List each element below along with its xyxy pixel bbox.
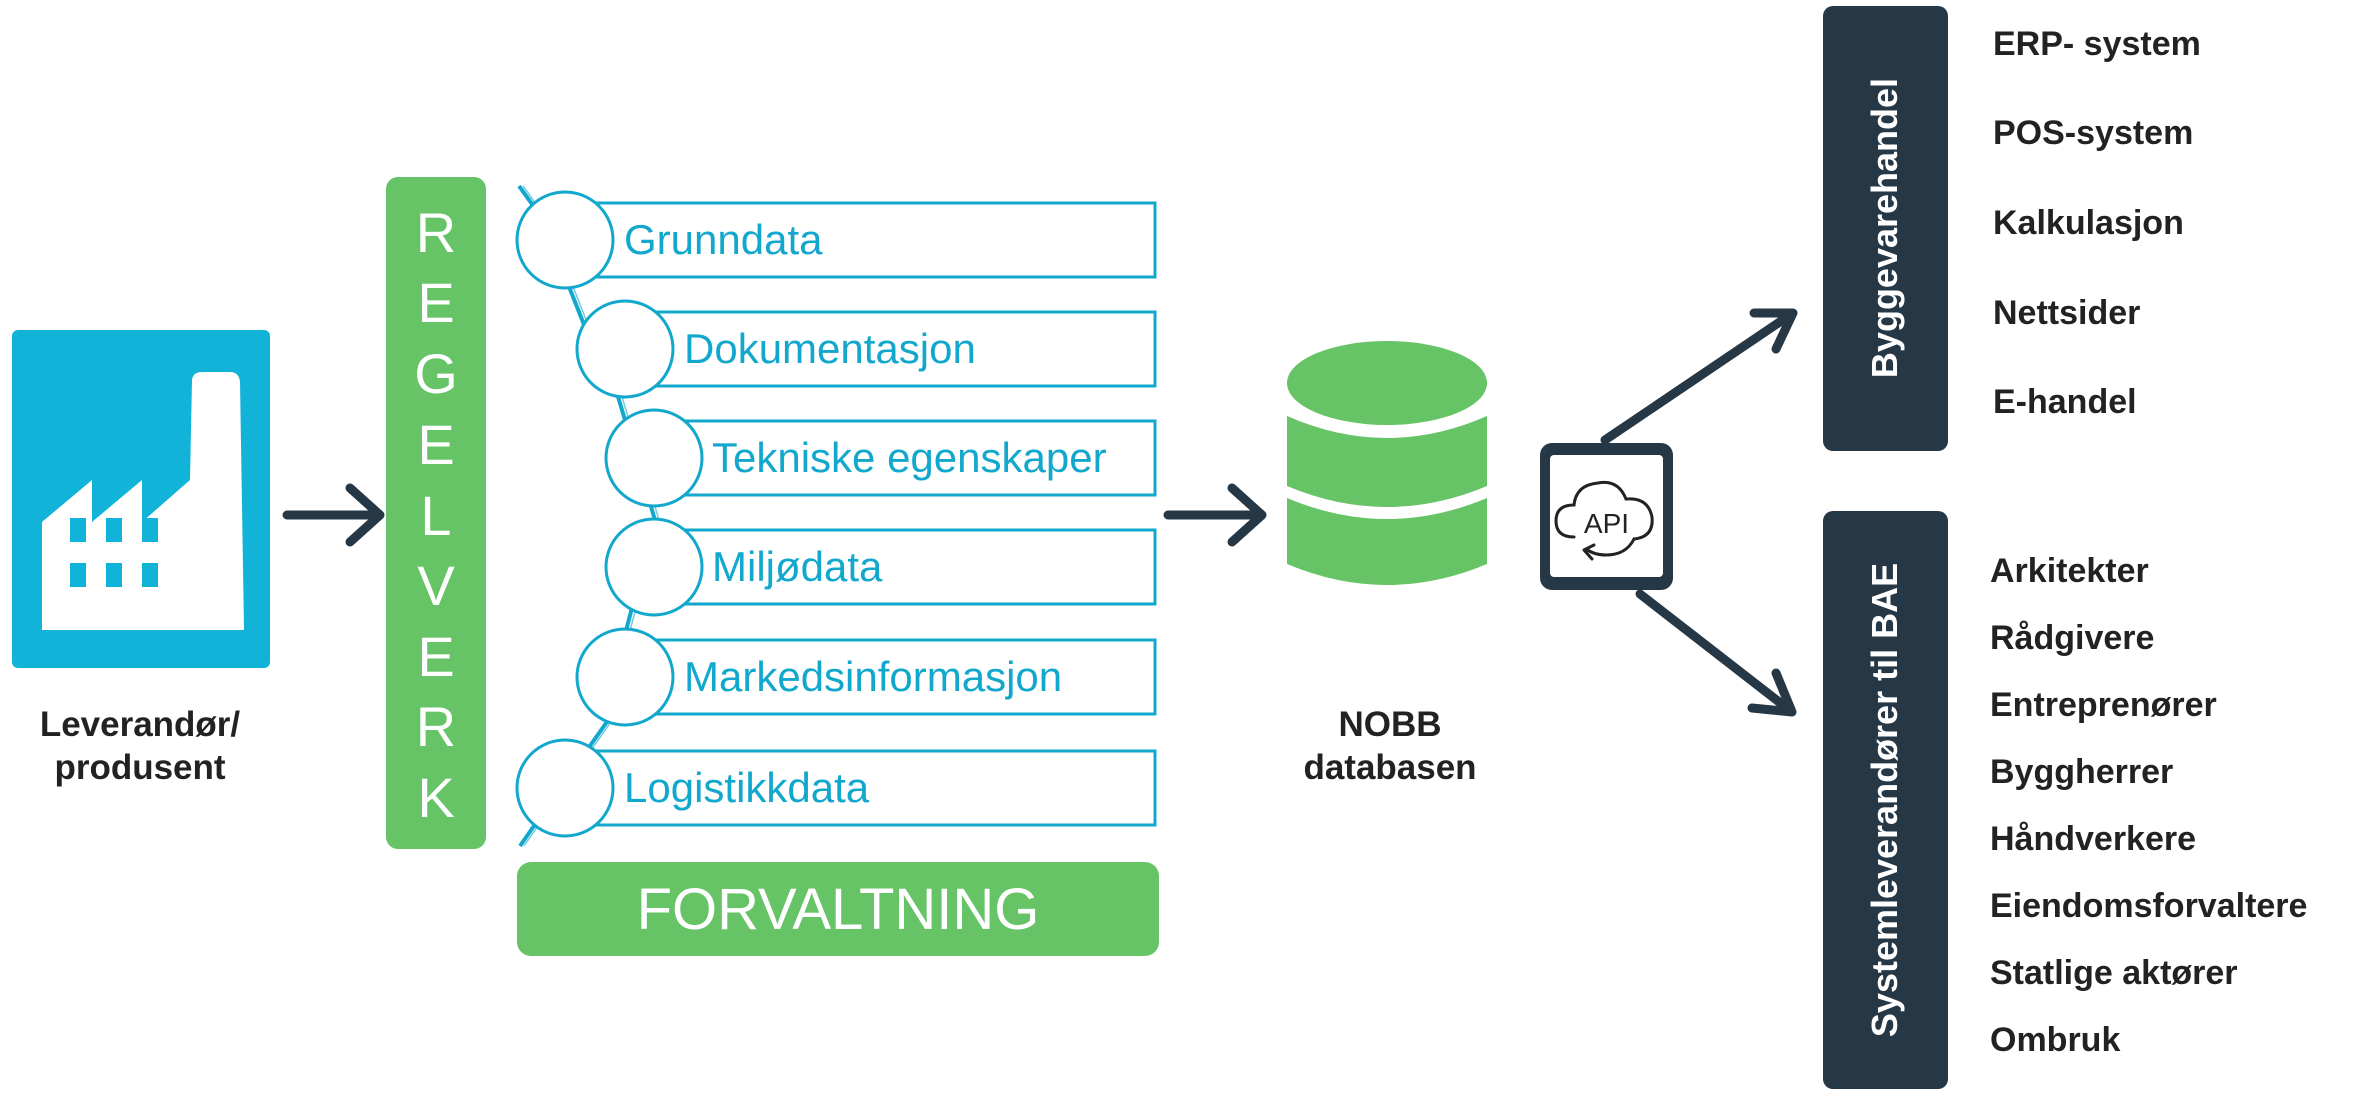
regelverk-letter: E [417, 413, 455, 476]
step-label-miljodata: Miljødata [712, 543, 883, 590]
byggevarehandel-item: Nettsider [1993, 294, 2141, 332]
byggevarehandel-panel [1823, 6, 1948, 451]
step-box-miljodata [654, 528, 1157, 606]
systemleverandorer-item: Arkitekter [1990, 552, 2149, 590]
regelverk-letter: R [415, 695, 457, 758]
systemleverandorer-item: Byggherrer [1990, 753, 2174, 791]
supplier-label-line1: Leverandør/ [39, 705, 241, 744]
step-label-grunndata: Grunndata [624, 216, 823, 263]
regelverk-letter: L [420, 484, 452, 547]
forvaltning-label: FORVALTNING [636, 876, 1040, 942]
supplier-label: Leverandør/ produsent [0, 703, 280, 789]
database-label-line1: NOBB [1338, 705, 1442, 744]
api-tile: API [1540, 443, 1673, 590]
step-label-logistikkdata: Logistikkdata [624, 764, 870, 811]
regelverk-letter: E [417, 271, 455, 334]
supplier-factory-tile [12, 330, 270, 668]
systemleverandorer-item: Rådgivere [1990, 619, 2155, 657]
byggevarehandel-item: E-handel [1993, 383, 2137, 421]
step-circle [515, 190, 615, 290]
step-label-markedsinformasjon: Markedsinformasjon [684, 653, 1063, 700]
systemleverandorer-panel [1823, 511, 1948, 1089]
step-box-dokumentasjon [625, 310, 1157, 388]
arrow-steps-to-database [1163, 483, 1267, 547]
step-box-tekniske-egenskaper [654, 419, 1157, 497]
systemleverandorer-item: Eiendomsforvaltere [1990, 887, 2308, 925]
step-label-tekniske-egenskaper: Tekniske egenskaper [712, 434, 1107, 481]
api-label: API [1583, 508, 1630, 539]
regelverk-bar [386, 177, 486, 849]
regelverk-letter: R [415, 201, 457, 264]
step-label-dokumentasjon: Dokumentasjon [684, 325, 976, 372]
regelverk-letter: G [414, 342, 458, 405]
regelverk-letter: K [417, 766, 455, 829]
supplier-label-line2: produsent [54, 748, 226, 787]
forvaltning-bar: FORVALTNING [517, 862, 1159, 956]
arrow-api-to-byggevarehandel [1600, 308, 1798, 445]
byggevarehandel-item: POS-system [1993, 114, 2194, 152]
step-circle [575, 299, 675, 399]
byggevarehandel-item: Kalkulasjon [1993, 204, 2184, 242]
factory-icon [42, 372, 244, 630]
database-label-line2: databasen [1303, 748, 1477, 787]
arrow-supplier-to-regelverk [282, 483, 385, 547]
step-circle [575, 627, 675, 727]
regelverk-letter: V [417, 554, 455, 617]
systemleverandorer-item: Ombruk [1990, 1021, 2121, 1059]
database-label: NOBB databasen [1270, 703, 1510, 789]
systemleverandorer-title: Systemleverandører til BAE [1864, 562, 1905, 1038]
cloud-sync-icon [1554, 480, 1654, 561]
step-box-markedsinformasjon [625, 638, 1157, 716]
systemleverandorer-item: Håndverkere [1990, 820, 2197, 858]
regelverk-letter: E [417, 625, 455, 688]
arrow-api-to-systemleverandorer [1635, 589, 1797, 717]
step-circle [515, 738, 615, 838]
byggevarehandel-item: ERP- system [1993, 25, 2201, 63]
systemleverandorer-item: Entreprenører [1990, 686, 2217, 724]
step-box-logistikkdata [565, 749, 1157, 827]
step-box-grunndata [565, 201, 1157, 279]
byggevarehandel-title: Byggevarehandel [1864, 77, 1905, 379]
step-circle [604, 408, 704, 508]
database-icon [1287, 341, 1487, 585]
step-circle [604, 517, 704, 617]
systemleverandorer-item: Statlige aktører [1990, 954, 2238, 992]
